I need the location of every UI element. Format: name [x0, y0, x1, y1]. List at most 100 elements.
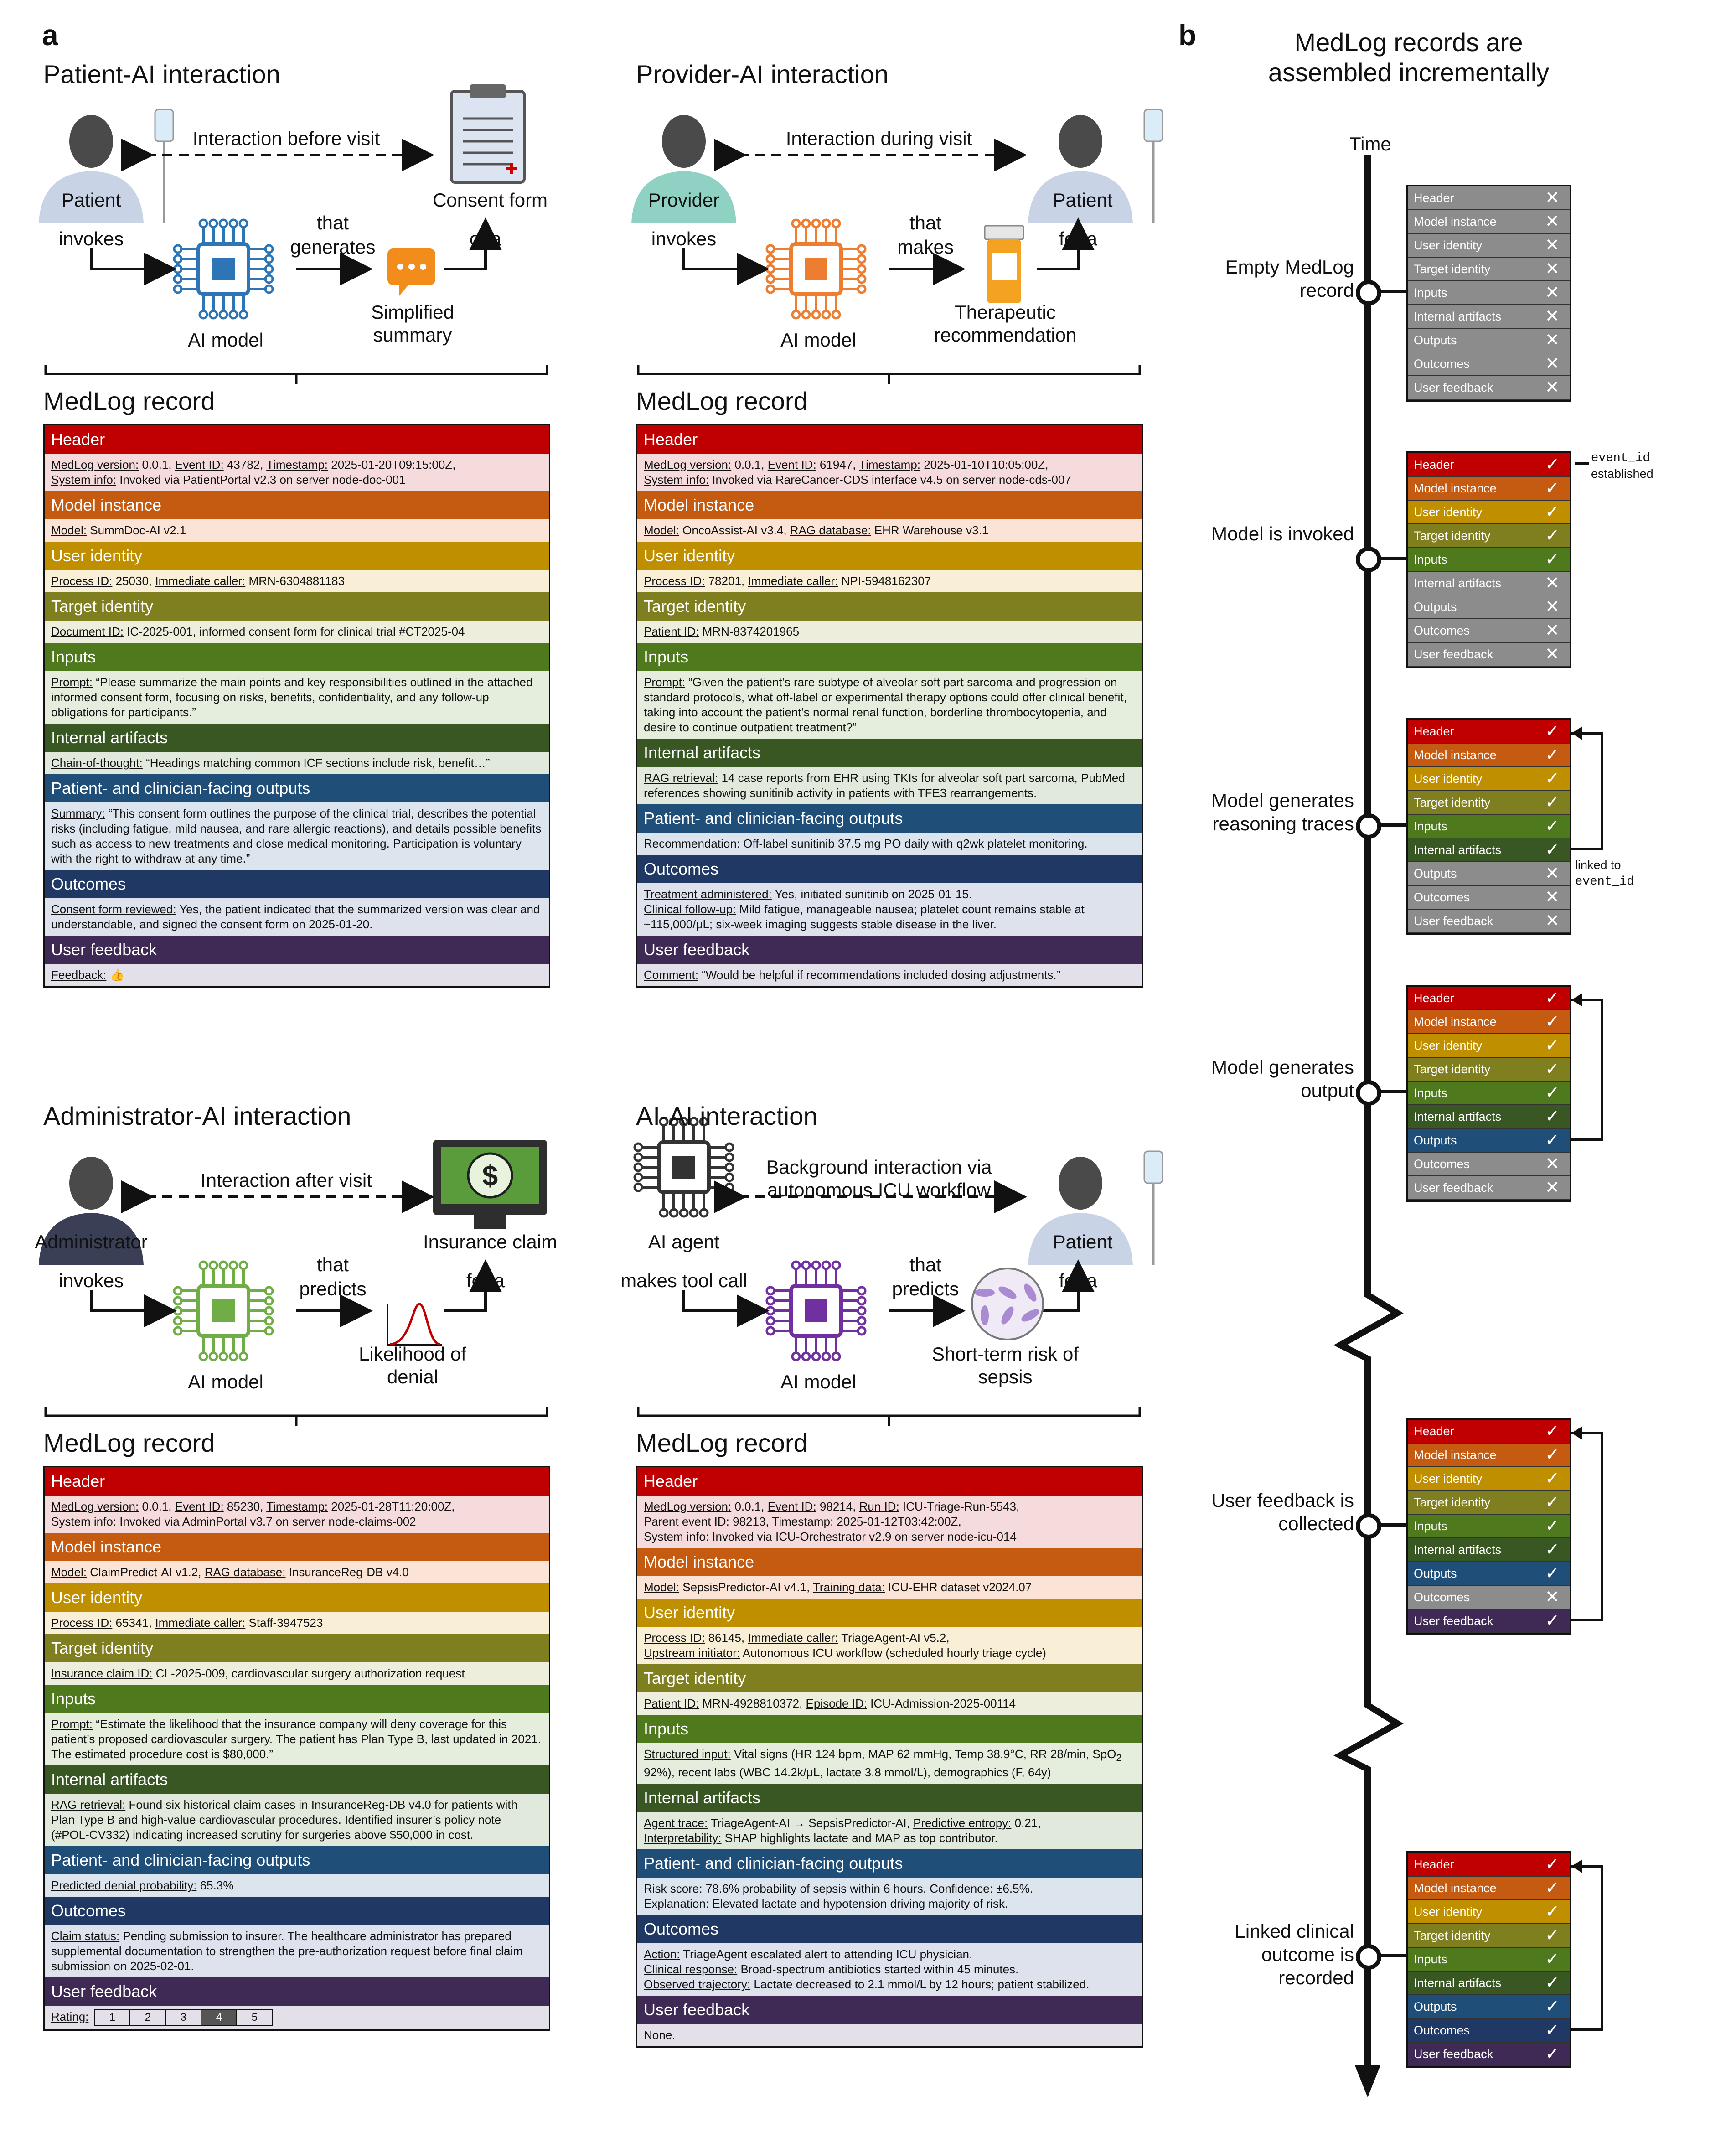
patient-section-header-body: MedLog version: 0.0.1, Event ID: 43782, …	[45, 454, 549, 491]
mini-row-user-feedback: User feedback✓	[1408, 1609, 1570, 1633]
rating-option-3[interactable]: 3	[165, 2009, 202, 2026]
patient-section-model-header: Model instance	[45, 491, 549, 519]
rating-option-1[interactable]: 1	[94, 2009, 131, 2026]
mini-row-outputs: Outputs✕	[1408, 329, 1570, 352]
aiai-section-feedback-body: None.	[637, 2024, 1142, 2047]
check-icon: ✓	[1545, 1445, 1560, 1464]
patient-section-feedback-body: Feedback: 👍	[45, 964, 549, 986]
cross-icon: ✕	[1545, 864, 1560, 883]
mini-row-internal-artifacts: Internal artifacts✓	[1408, 1105, 1570, 1129]
check-icon: ✓	[1545, 479, 1560, 498]
ai_ai-model-label: AI model	[780, 1371, 856, 1392]
mini-row-user-identity: User identity✓	[1408, 501, 1570, 524]
patient_ai-title: Patient-AI interaction	[43, 60, 280, 88]
patient_ai-for-label: of a	[469, 228, 502, 249]
mini-row-header: Header✕	[1408, 186, 1570, 210]
stage-label-0: Empty MedLog record	[1225, 256, 1354, 301]
check-icon: ✓	[1545, 1926, 1560, 1945]
aiai-section-user-body: Process ID: 86145, Immediate caller: Tri…	[637, 1627, 1142, 1664]
panel-b-title-line2: assembled incrementally	[1268, 58, 1550, 87]
rating-option-2[interactable]: 2	[129, 2009, 166, 2026]
patient_ai-bracket	[44, 365, 548, 384]
stage-connector-0	[1381, 290, 1409, 293]
rating-option-5[interactable]: 5	[236, 2009, 273, 2026]
patient_ai-model-label: AI model	[188, 329, 264, 351]
check-icon: ✓	[1545, 769, 1560, 788]
provider-section-internal-body: RAG retrieval: 14 case reports from EHR …	[637, 767, 1142, 804]
timeline-axis	[1333, 155, 1404, 2097]
admin-section-outputs-body: Predicted denial probability: 65.3%	[45, 1874, 549, 1897]
ai_ai-agent-figure	[633, 1117, 734, 1218]
pill-bottle-icon	[984, 225, 1024, 303]
check-icon: ✓	[1545, 1469, 1560, 1488]
aiai-section-target-header: Target identity	[637, 1664, 1142, 1692]
mini-row-outcomes: Outcomes✕	[1408, 886, 1570, 910]
mini-row-outputs: Outputs✓	[1408, 1562, 1570, 1586]
provider-section-feedback-header: User feedback	[637, 936, 1142, 964]
patient-section-outcomes-header: Outcomes	[45, 870, 549, 898]
mini-record-1: Header✓Model instance✓User identity✓Targ…	[1406, 451, 1571, 668]
check-icon: ✓	[1545, 1611, 1560, 1630]
provider-section-inputs-body: Prompt: “Given the patient’s rare subtyp…	[637, 671, 1142, 739]
aiai-section-internal-header: Internal artifacts	[637, 1784, 1142, 1812]
admin_ai-left-actor-figure	[39, 1157, 144, 1265]
mini-row-internal-artifacts: Internal artifacts✕	[1408, 572, 1570, 595]
cross-icon: ✕	[1545, 307, 1560, 326]
link-bracket-2	[1571, 732, 1603, 850]
cross-icon: ✕	[1545, 911, 1560, 931]
provider-record-title: MedLog record	[636, 387, 808, 415]
check-icon: ✓	[1545, 1422, 1560, 1441]
aiai-section-header-body: MedLog version: 0.0.1, Event ID: 98214, …	[637, 1496, 1142, 1548]
mini-row-user-feedback: User feedback✕	[1408, 376, 1570, 400]
mini-record-0: Header✕Model instance✕User identity✕Targ…	[1406, 185, 1571, 402]
sepsis-bacteria-icon	[971, 1268, 1044, 1340]
rating-option-4[interactable]: 4	[201, 2009, 238, 2026]
check-icon: ✓	[1545, 1564, 1560, 1583]
provider_ai-invokes-label: invokes	[651, 228, 717, 249]
mini-row-header: Header✓	[1408, 720, 1570, 744]
aiai-section-outcomes-body: Action: TriageAgent escalated alert to a…	[637, 1943, 1142, 1996]
mini-row-target-identity: Target identity✓	[1408, 524, 1570, 548]
mini-row-user-identity: User identity✓	[1408, 1034, 1570, 1058]
provider_ai-invoke-arrow	[682, 248, 770, 285]
cross-icon: ✕	[1545, 331, 1560, 350]
admin-section-outputs-header: Patient- and clinician-facing outputs	[45, 1846, 549, 1874]
patient_ai-that-label: that	[316, 212, 349, 233]
check-icon: ✓	[1545, 1973, 1560, 1992]
admin_ai-title: Administrator-AI interaction	[43, 1102, 351, 1130]
check-icon: ✓	[1545, 988, 1560, 1008]
link-arrowhead-5	[1571, 1859, 1582, 1873]
mini-row-user-feedback: User feedback✓	[1408, 2043, 1570, 2066]
check-icon: ✓	[1545, 817, 1560, 836]
admin-section-inputs-body: Prompt: “Estimate the likelihood that th…	[45, 1713, 549, 1765]
patient-section-target-body: Document ID: IC-2025-001, informed conse…	[45, 621, 549, 643]
admin-section-internal-body: RAG retrieval: Found six historical clai…	[45, 1794, 549, 1846]
interaction-scenes: $	[39, 84, 1163, 1426]
ai_ai-verb-label: predicts	[892, 1278, 959, 1299]
mini-row-header: Header✓	[1408, 987, 1570, 1010]
admin-section-feedback-header: User feedback	[45, 1977, 549, 2006]
mini-row-user-feedback: User feedback✕	[1408, 1176, 1570, 1200]
ai_ai-invoke-arrow	[682, 1290, 770, 1327]
provider_ai-patient-figure	[1028, 109, 1163, 223]
cross-icon: ✕	[1545, 621, 1560, 640]
check-icon: ✓	[1545, 455, 1560, 474]
ai_ai-for-arrow	[1037, 1259, 1095, 1312]
ai_ai-right-target-label: Patient	[1053, 1231, 1113, 1252]
provider-section-user-body: Process ID: 78201, Immediate caller: NPI…	[637, 570, 1142, 592]
mini-row-outcomes: Outcomes✕	[1408, 1153, 1570, 1176]
mini-row-inputs: Inputs✓	[1408, 1515, 1570, 1538]
stage-marker-0	[1356, 280, 1381, 305]
link-bracket-5	[1571, 1865, 1603, 2031]
admin_ai-insurance-monitor-figure: $	[433, 1140, 547, 1229]
provider-section-outputs-header: Patient- and clinician-facing outputs	[637, 804, 1142, 833]
provider_ai-verb-label: makes	[897, 236, 954, 258]
admin_ai-invoke-arrow	[90, 1290, 177, 1327]
provider_ai-output-label: Therapeutic recommendation	[934, 301, 1077, 346]
mini-row-user-identity: User identity✓	[1408, 1467, 1570, 1491]
aiai-section-model-body: Model: SepsisPredictor-AI v4.1, Training…	[637, 1576, 1142, 1599]
patient_ai-for-arrow	[444, 217, 502, 270]
admin_ai-invokes-label: invokes	[58, 1270, 124, 1291]
provider-section-feedback-body: Comment: “Would be helpful if recommenda…	[637, 964, 1142, 986]
ai_ai-top-arrow-label: Background interaction via autonomous IC…	[766, 1156, 992, 1201]
